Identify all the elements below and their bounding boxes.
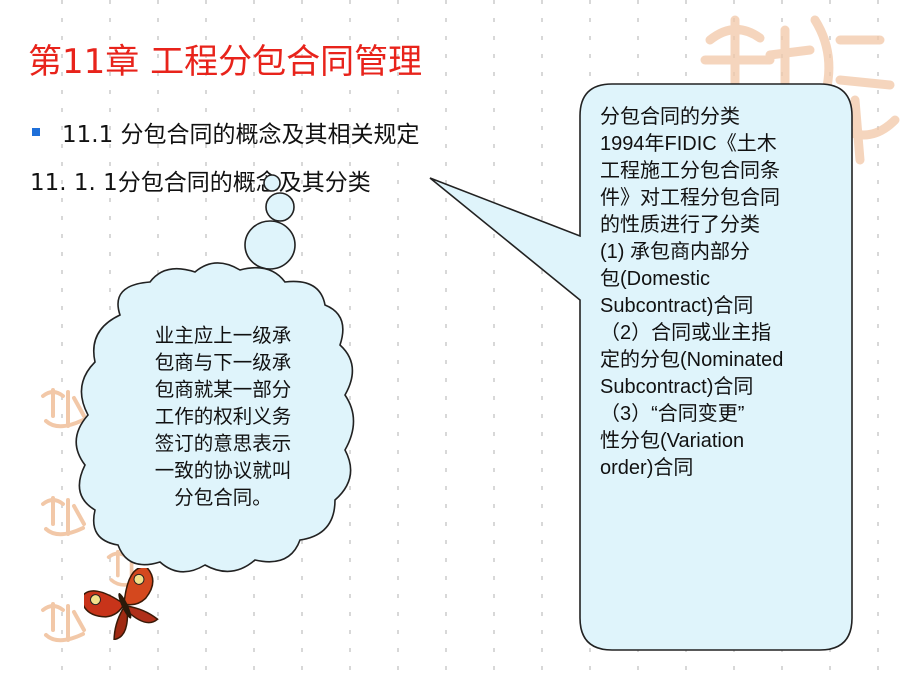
rect-line: 包(Domestic bbox=[600, 268, 711, 290]
rect-line: 分包合同的分类 bbox=[600, 106, 740, 128]
watermark-stamp-4 bbox=[41, 602, 86, 643]
rect-line: 性分包(Variation bbox=[600, 430, 745, 452]
rect-line: Subcontract)合同 bbox=[600, 295, 754, 317]
cloud-line: 一致的协议就叫 bbox=[154, 459, 292, 482]
rect-callout-text: 分包合同的分类 1994年FIDIC《土木 工程施工分包合同条 件》对工程分包合… bbox=[600, 104, 840, 482]
rect-line: 1994年FIDIC《土木 bbox=[600, 133, 777, 155]
cloud-line: 包商与下一级承 bbox=[154, 351, 292, 374]
rect-line: 的性质进行了分类 bbox=[600, 214, 760, 236]
rect-callout-shape bbox=[429, 83, 853, 651]
cloud-callout-text: 业主应上一级承 包商与下一级承 包商就某一部分 工作的权利义务 签订的意思表示 … bbox=[122, 322, 324, 511]
cloud-line: 签订的意思表示 bbox=[154, 432, 292, 455]
rect-line: order)合同 bbox=[600, 457, 694, 479]
watermark-stamp-1 bbox=[41, 388, 86, 429]
slide-title: 第11章 工程分包合同管理 bbox=[28, 42, 423, 82]
rect-line: 定的分包(Nominated bbox=[600, 349, 784, 371]
thought-bubble-tiny bbox=[263, 174, 281, 192]
subheading: 11. 1. 1分包合同的概念及其分类 bbox=[30, 170, 371, 196]
watermark-stamp-large bbox=[700, 15, 900, 165]
thought-bubble-small bbox=[265, 192, 295, 222]
cloud-callout-shape bbox=[75, 262, 355, 573]
cloud-line: 业主应上一级承 bbox=[154, 324, 292, 347]
bullet-text: 11.1 分包合同的概念及其相关规定 bbox=[62, 122, 420, 148]
watermark-stamp-2 bbox=[41, 496, 86, 537]
rect-line: (1) 承包商内部分 bbox=[600, 241, 750, 263]
rect-line: Subcontract)合同 bbox=[600, 376, 754, 398]
rect-line: （2）合同或业主指 bbox=[600, 322, 772, 344]
thought-bubble-medium bbox=[244, 220, 296, 270]
rect-line: 工程施工分包合同条 bbox=[600, 160, 780, 182]
rect-line: 件》对工程分包合同 bbox=[600, 187, 780, 209]
cloud-line: 分包合同。 bbox=[174, 486, 272, 509]
bullet-square-icon bbox=[32, 128, 40, 136]
rect-line: （3）“合同变更” bbox=[600, 403, 745, 425]
bullet-item: 11.1 分包合同的概念及其相关规定 bbox=[32, 115, 420, 149]
cloud-line: 包商就某一部分 bbox=[154, 378, 292, 401]
butterfly-icon bbox=[84, 568, 159, 640]
cloud-line: 工作的权利义务 bbox=[154, 405, 292, 428]
